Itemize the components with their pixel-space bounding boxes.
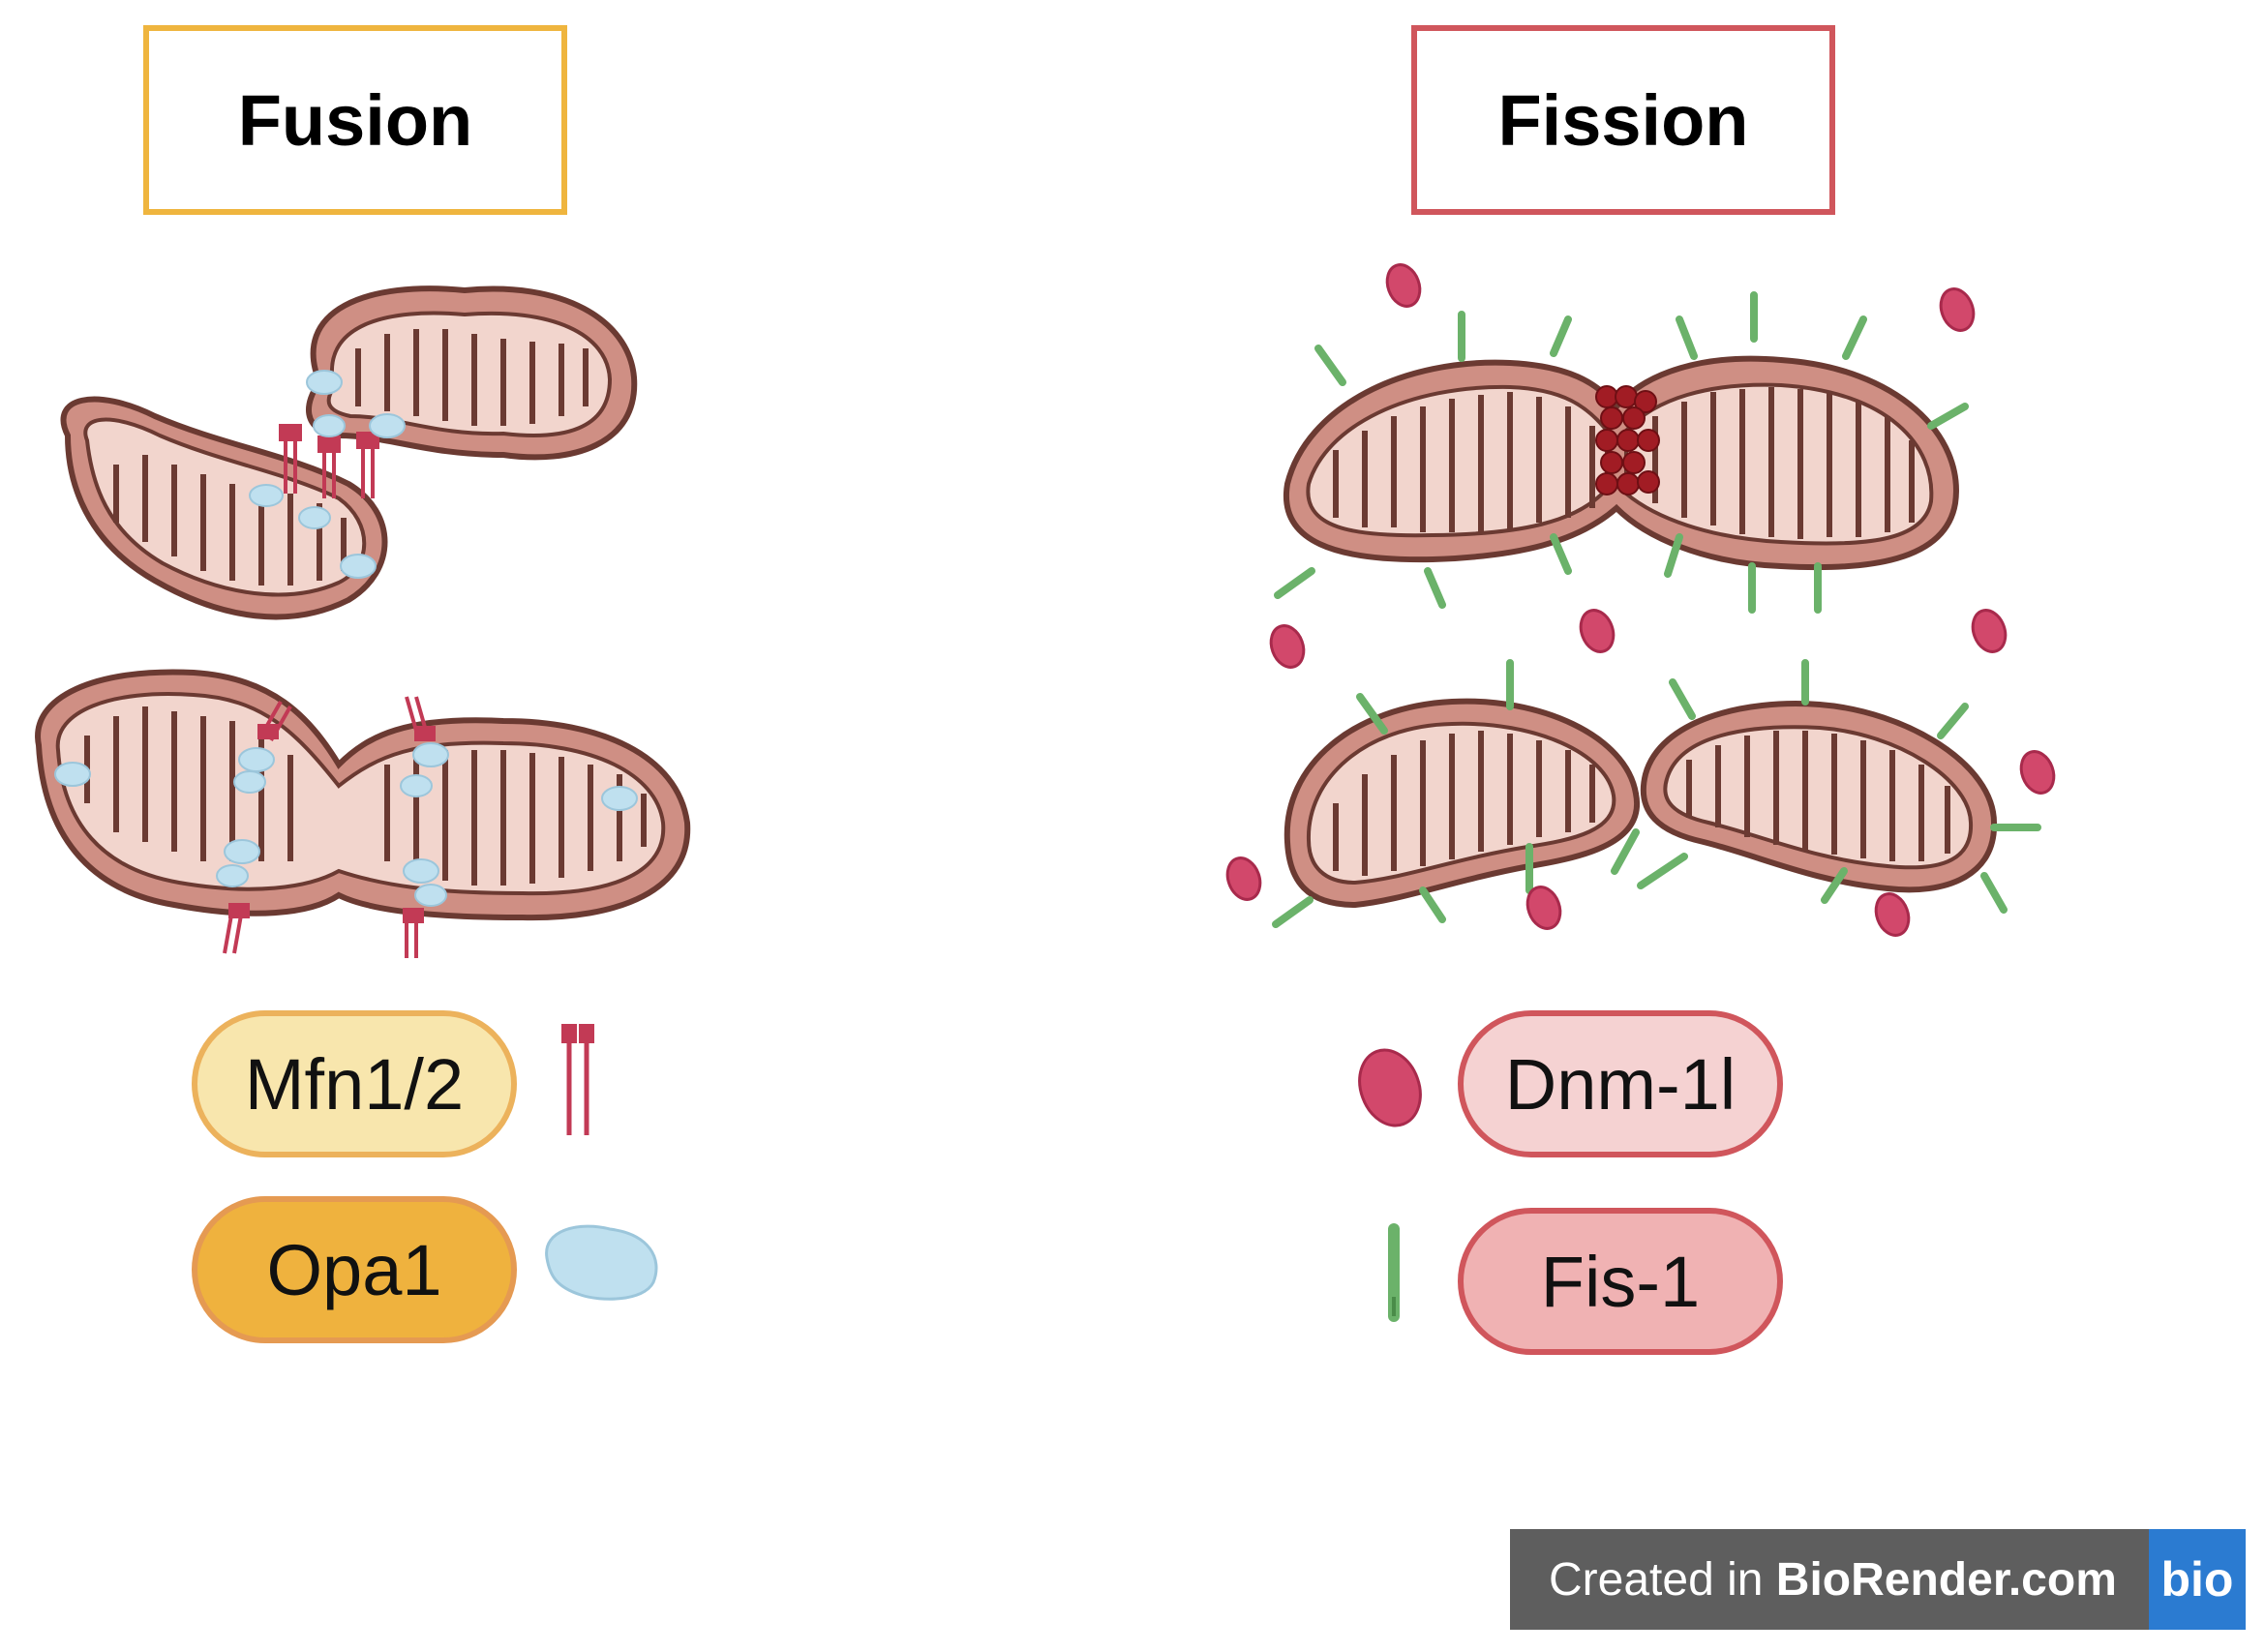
fusion-mfn-tethers-upper (279, 424, 379, 498)
legend-label-mfn: Mfn1/2 (192, 1010, 517, 1157)
biorender-badge[interactable]: Created in BioRender.com bio (1510, 1529, 2246, 1630)
fusion-opa1-particles-upper (249, 370, 406, 579)
badge-brand: BioRender.com (1775, 1553, 2117, 1606)
mfn-tether-icon (561, 1024, 594, 1135)
fission-title: Fission (1411, 25, 1835, 215)
opa1-blob-icon (545, 1224, 658, 1301)
legend-label-dnm1l: Dnm-1l (1458, 1010, 1783, 1157)
fusion-title: Fusion (143, 25, 567, 215)
fusion-mitochondrion-upper-left (60, 396, 388, 620)
fusion-mitochondrion-fused (35, 669, 691, 921)
fis1-rods-on-mitochondria (1272, 291, 2041, 928)
legend-label-opa1: Opa1 (192, 1196, 517, 1343)
fission-daughter-left (1284, 698, 1641, 909)
fusion-opa1-particles-fused (54, 742, 638, 907)
drp1-constriction-ring (1595, 385, 1660, 496)
fission-daughter-right (1640, 701, 1998, 893)
fusion-mfn-tethers-fused (223, 696, 436, 958)
drp1-ovals-cytosol (1225, 263, 2056, 937)
badge-text: Created in BioRender.com (1510, 1553, 2117, 1607)
drp1-oval-icon (1358, 1048, 1422, 1127)
badge-prefix: Created in (1549, 1553, 1776, 1606)
legend-label-fis1: Fis-1 (1458, 1208, 1783, 1355)
biorender-logo-icon: bio (2149, 1529, 2246, 1630)
